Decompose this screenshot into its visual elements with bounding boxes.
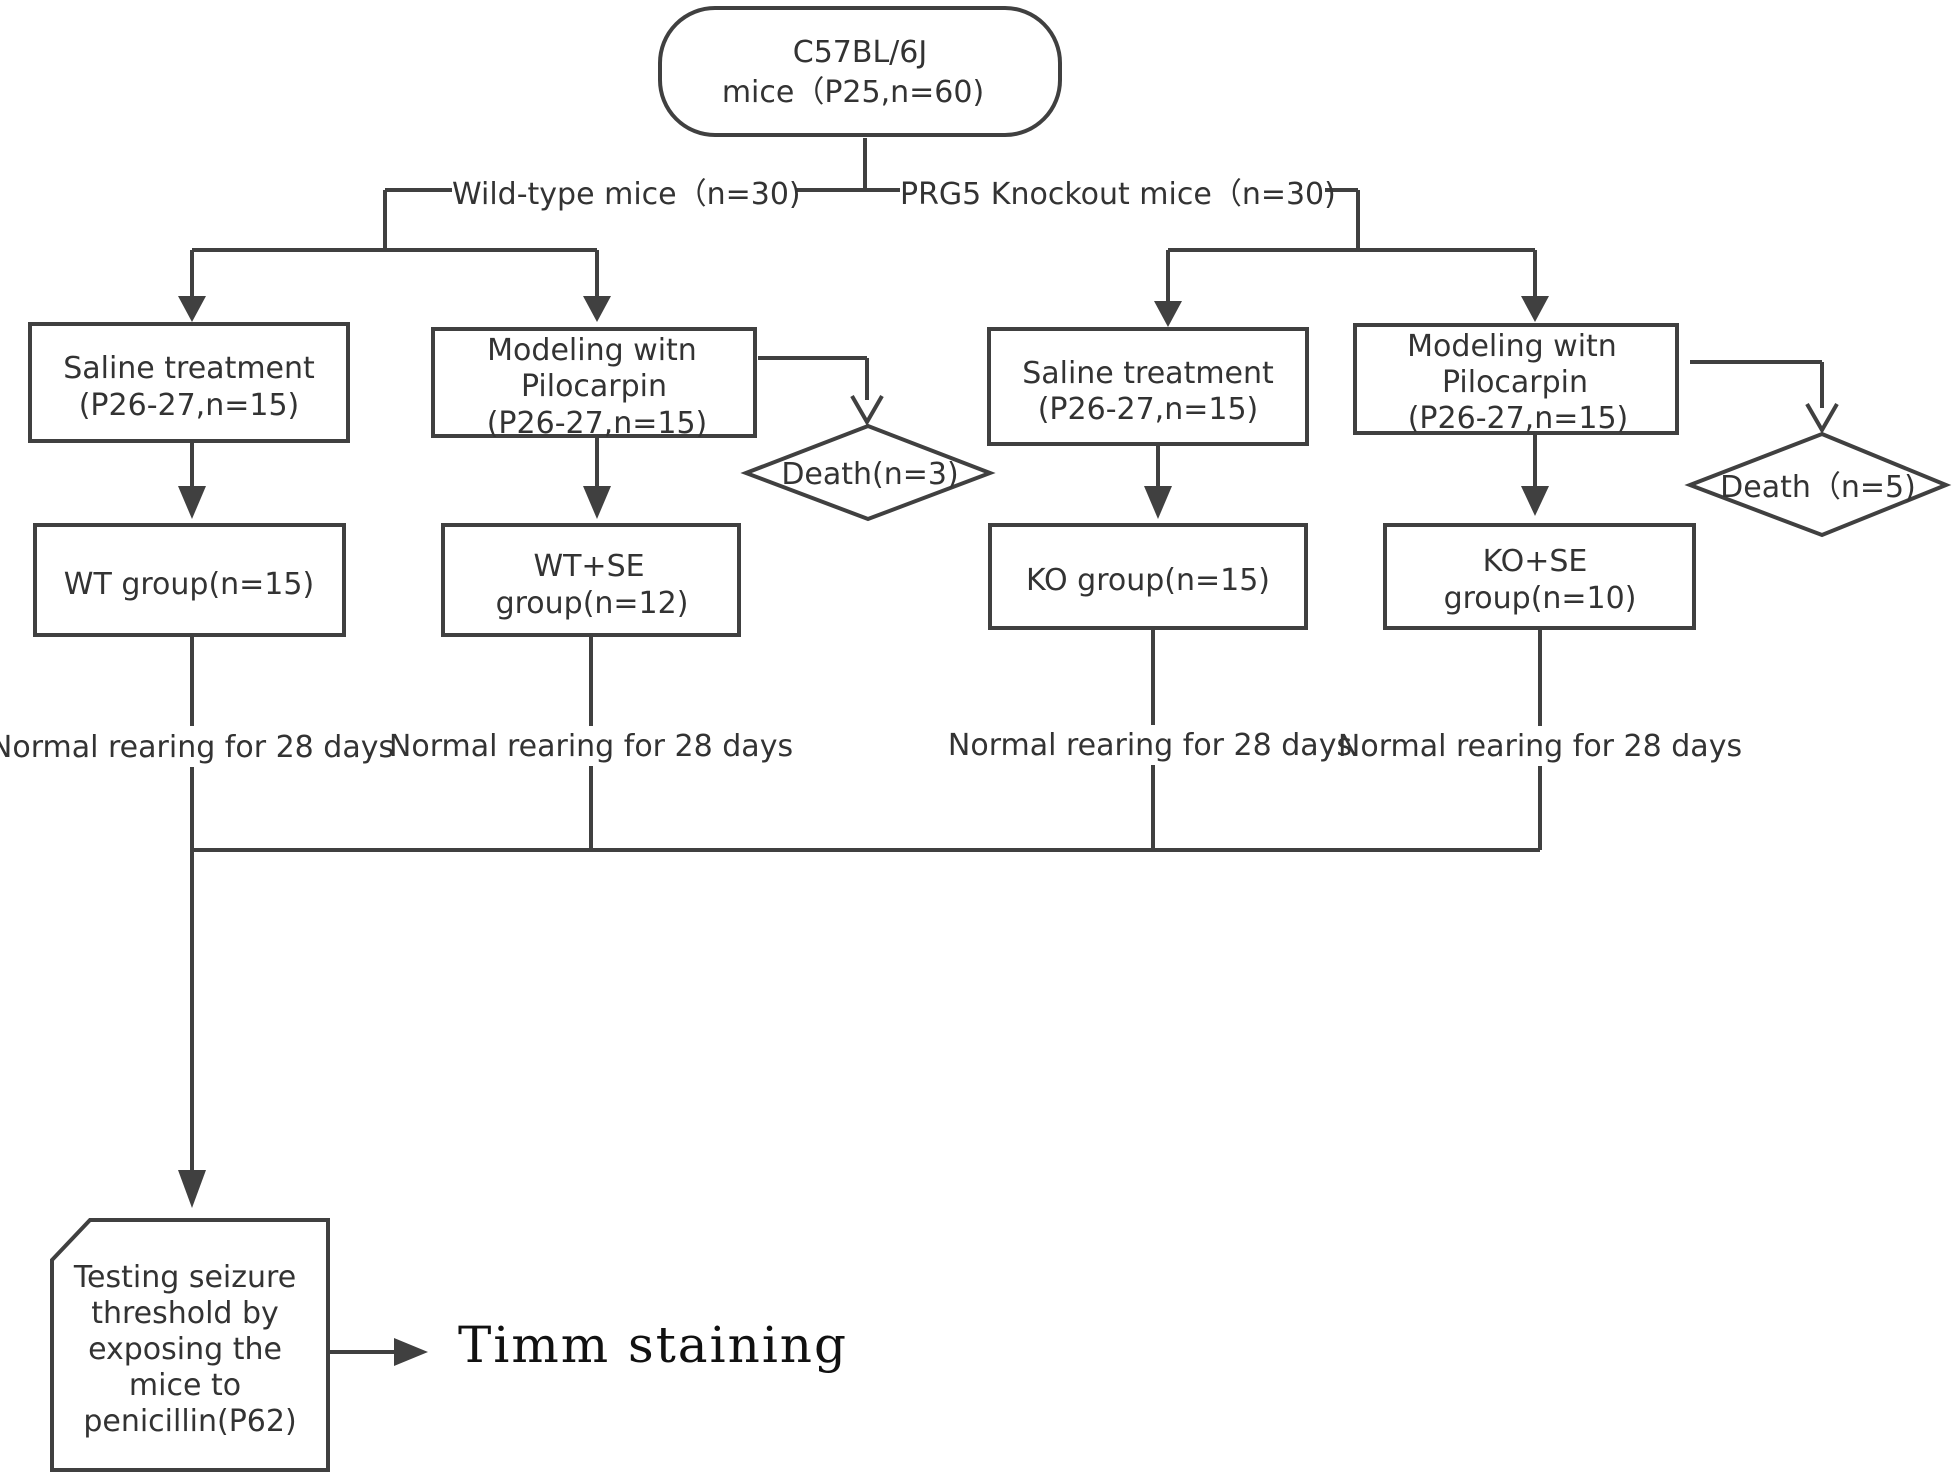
arrow-to-wtse-group	[583, 486, 611, 519]
wt-model-box: Modeling witn Pilocarpin (P26-27,n=15)	[431, 327, 757, 441]
ko-model-line3: (P26-27,n=15)	[1408, 401, 1629, 436]
arrow-to-wt-model	[583, 296, 611, 322]
wt-saline-box: Saline treatment (P26-27,n=15)	[28, 322, 350, 443]
ko-model-box: Modeling witn Pilocarpin (P26-27,n=15)	[1353, 323, 1679, 436]
arrow-to-timm	[394, 1338, 428, 1366]
wt-death-label: Death(n=3)	[781, 457, 958, 492]
rearing-ko-label: Normal rearing for 28 days	[948, 728, 1352, 763]
wild-type-label: Wild-type mice（n=30)	[452, 177, 801, 212]
ko-model-line2: Pilocarpin	[1442, 365, 1588, 400]
arrow-to-testing	[178, 1170, 206, 1208]
arrow-to-ko-group	[1144, 486, 1172, 519]
ko-group-label: KO group(n=15)	[1026, 563, 1270, 598]
arrow-to-kose-group	[1521, 486, 1549, 516]
wt-group-label: WT group(n=15)	[64, 567, 314, 602]
wtse-group-line1: WT+SE	[533, 549, 644, 584]
ko-model-line1: Modeling witn	[1407, 329, 1617, 364]
ko-death-diamond: Death（n=5)	[1684, 431, 1952, 538]
start-line2: mice（P25,n=60)	[722, 75, 984, 110]
ko-saline-box: Saline treatment (P26-27,n=15)	[987, 327, 1309, 446]
ko-death-label: Death（n=5)	[1720, 470, 1916, 505]
wt-death-diamond: Death(n=3)	[740, 423, 996, 522]
testing-line5: penicillin(P62)	[83, 1404, 296, 1439]
arrowheads	[178, 296, 1839, 1366]
testing-line3: exposing the	[88, 1332, 282, 1367]
rearing-wt-label: Normal rearing for 28 days	[0, 730, 394, 765]
ko-group-box: KO group(n=15)	[988, 523, 1308, 630]
start-node: C57BL/6J mice（P25,n=60)	[658, 6, 1062, 137]
wt-model-line1: Modeling witn	[487, 333, 697, 368]
open-arrow-to-wt-death	[850, 395, 884, 427]
rearing-wtse-label: Normal rearing for 28 days	[389, 729, 793, 764]
ko-saline-line1: Saline treatment	[1022, 356, 1274, 391]
testing-box: Testing seizure threshold by exposing th…	[50, 1218, 330, 1472]
kose-group-box: KO+SE group(n=10)	[1383, 523, 1696, 630]
arrow-to-ko-saline	[1154, 301, 1182, 327]
open-arrow-to-ko-death	[1805, 403, 1839, 435]
start-line1: C57BL/6J	[793, 35, 927, 70]
wt-model-line2: Pilocarpin	[521, 369, 667, 404]
rearing-kose-label: Normal rearing for 28 days	[1338, 729, 1742, 764]
connector-lines	[190, 138, 1824, 1354]
kose-group-line2: group(n=10)	[1444, 581, 1637, 616]
wt-group-box: WT group(n=15)	[33, 523, 346, 637]
wt-saline-line1: Saline treatment	[63, 351, 315, 386]
arrow-to-wt-group	[178, 486, 206, 519]
testing-line1: Testing seizure	[73, 1260, 296, 1295]
timm-staining-label: Timm staining	[458, 1316, 848, 1374]
wtse-group-line2: group(n=12)	[496, 586, 689, 621]
kose-group-line1: KO+SE	[1483, 544, 1588, 579]
arrow-to-ko-model	[1521, 296, 1549, 322]
ko-saline-line2: (P26-27,n=15)	[1038, 392, 1259, 427]
testing-line4: mice to	[129, 1368, 241, 1403]
arrow-to-wt-saline	[178, 296, 206, 322]
testing-line2: threshold by	[91, 1296, 279, 1331]
wtse-group-box: WT+SE group(n=12)	[441, 523, 741, 637]
wt-saline-line2: (P26-27,n=15)	[79, 388, 300, 423]
wt-model-line3: (P26-27,n=15)	[487, 406, 708, 441]
knockout-label: PRG5 Knockout mice（n=30)	[900, 177, 1336, 212]
